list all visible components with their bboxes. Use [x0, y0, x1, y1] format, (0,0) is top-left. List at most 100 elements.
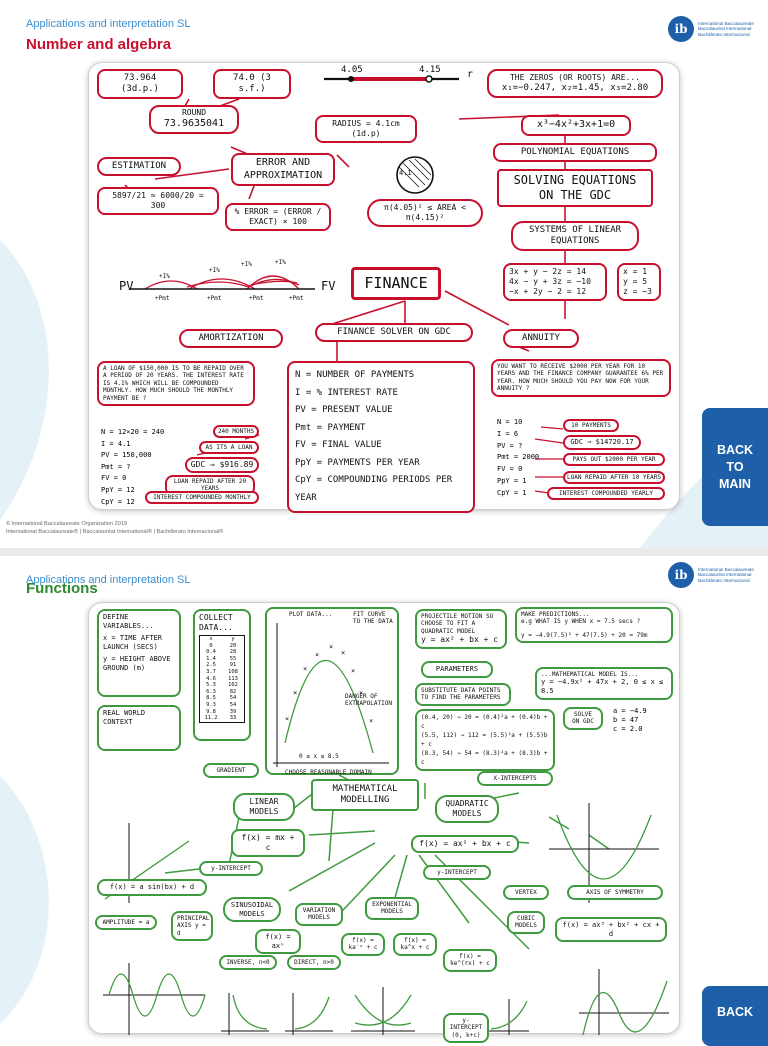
exponential-eq2: f(x) = ka^x + c [393, 933, 437, 956]
system-sol: x = 1 [623, 267, 648, 276]
back-label-line: MAIN [719, 476, 751, 491]
round-3dp: 73.964 (3d.p.) [97, 69, 183, 99]
sinusoidal-models-node: SINUSOIDAL MODELS [223, 897, 281, 923]
logo-line: Bachillerato Internacional [698, 577, 750, 583]
course-title: Applications and interpretation SL [26, 18, 191, 30]
table-cell: 102 [228, 682, 238, 689]
model-title: ...MATHEMATICAL MODEL IS... [541, 671, 639, 678]
table-cell: 6.3 [206, 688, 216, 695]
section-title: Number and algebra [26, 36, 172, 53]
table-cell: 33 [229, 715, 237, 722]
logo-line: Baccalauréat International [698, 26, 752, 32]
loan-note: GDC ⇒ $916.89 [185, 457, 259, 473]
cubic-models-node: CUBIC MODELS [507, 911, 545, 934]
define-variables-node: DEFINE VARIABLES... x = TIME AFTER LAUNC… [97, 609, 181, 697]
cubic-equation: f(x) = ax³ + bx² + cx + d [555, 917, 667, 943]
table-cell: 55 [229, 655, 237, 662]
annuity-var: N = 10 [497, 418, 523, 426]
table-cell: 2.5 [206, 662, 216, 669]
table-cell: 54 [229, 695, 237, 702]
interest-step: +I% [275, 259, 286, 266]
annuity-var: CpY = 1 [497, 488, 527, 497]
exponential-eq1: f(x) = ka⁻ˣ + c [341, 933, 385, 956]
loan-variables: N = 12×20 = 240 I = 4.1 PV = 150,000 Pmt… [101, 427, 164, 508]
logo-line: Baccalauréat International [698, 572, 752, 578]
collect-title: COLLECT DATA... [199, 613, 233, 632]
finance-def: PpY = PAYMENTS PER YEAR [295, 457, 420, 468]
param-value: b = 47 [613, 716, 639, 724]
real-world-node: REAL WORLD CONTEXT [97, 705, 181, 751]
footer-line: © International Baccalaureate Organizati… [6, 521, 128, 527]
ib-logo-icon: ib [668, 562, 695, 588]
projectile-node: PROJECTILE MOTION SO CHOOSE TO FIT A QUA… [415, 609, 507, 650]
numline-upper: 4.15 [419, 65, 441, 75]
table-cell: 1.4 [206, 655, 216, 662]
loan-note: 240 MONTHS [213, 425, 259, 439]
zeros-values: x₁=−0.247, x₂=1.45, x₃=2.80 [501, 83, 649, 93]
footer-line: International Baccalaureate® | Baccalaur… [6, 529, 224, 535]
table-cell: 0.4 [206, 649, 216, 656]
system-equations: 3x + y − 2z = 14 4x − y + 3z = −10 −x + … [503, 263, 607, 301]
system-sol: z = −3 [623, 287, 652, 296]
finance-def: Pmt = PAYMENT [295, 422, 366, 433]
table-cell: 91 [229, 662, 237, 669]
model-node: ...MATHEMATICAL MODEL IS... y = −4.9x² +… [535, 667, 673, 700]
slide-number-and-algebra: Applications and interpretation SL Numbe… [0, 16, 768, 548]
back-label-line: TO [726, 459, 744, 474]
annuity-question: YOU WANT TO RECEIVE $2000 PER YEAR FOR 1… [491, 359, 671, 397]
variation-models-node: VARIATION MODELS [295, 903, 343, 926]
substitution-equations: (0.4, 20) ⇒ 20 = (0.4)²a + (0.4)b + c (5… [415, 709, 555, 771]
zeros-node: THE ZEROS (OR ROOTS) ARE... x₁=−0.247, x… [487, 69, 663, 98]
direct-node: DIRECT, n>0 [287, 955, 341, 971]
loan-note: AS ITS A LOAN [199, 441, 259, 455]
plot-data-node [265, 607, 399, 775]
numline-r: r [467, 69, 474, 80]
domain-label: 0 ≤ x ≤ 8.5 [299, 753, 339, 760]
substitute-node: SUBSTITUTE DATA POINTS TO FIND THE PARAM… [415, 683, 511, 706]
loan-var: FV = 0 [101, 474, 127, 483]
back-to-main-button[interactable]: BACK TO MAIN [702, 408, 768, 526]
principal-axis-node: PRINCIPAL AXIS y = d [171, 911, 213, 942]
predictions-node: MAKE PREDICTIONS... e.g WHAT IS y WHEN x… [515, 607, 673, 644]
gradient-node: GRADIENT [203, 763, 259, 779]
inverse-node: INVERSE, n<0 [219, 955, 277, 971]
table-cell: 4.6 [206, 675, 216, 682]
annuity-node: ANNUITY [503, 329, 579, 348]
course-title: Applications and interpretation SL [26, 574, 191, 586]
variation-sketches [221, 993, 333, 1035]
table-cell: 108 [228, 668, 238, 675]
finance-def: CpY = COMPOUNDING PERIODS PER YEAR [295, 475, 453, 503]
loan-note: INTEREST COMPOUNDED MONTHLY [145, 491, 259, 505]
slide-functions: Applications and interpretation SL Funct… [0, 556, 768, 1046]
amortization-node: AMORTIZATION [179, 329, 283, 348]
table-cell: 9.3 [206, 701, 216, 708]
back-button[interactable]: BACK [702, 986, 768, 1046]
systems-linear: SYSTEMS OF LINEAR EQUATIONS [511, 221, 639, 251]
solving-equations-gdc: SOLVING EQUATIONS ON THE GDC [497, 169, 653, 207]
projectile-text: PROJECTILE MOTION SO CHOOSE TO FIT A QUA… [421, 613, 494, 635]
mathematical-modelling-node: MATHEMATICAL MODELLING [311, 779, 419, 811]
annuity-var: FV = 0 [497, 465, 523, 474]
y-definition: y = HEIGHT ABOVE GROUND (m) [103, 655, 171, 672]
ib-logo: ib International Baccalaureate Baccalaur… [668, 16, 754, 42]
loan-var: I = 4.1 [101, 439, 131, 448]
circle-radius-label: 4.1 [399, 169, 412, 177]
polynomial-equations: POLYNOMIAL EQUATIONS [493, 143, 657, 162]
logo-line: International Baccalaureate [698, 20, 754, 26]
sub-eq: (5.5, 112) ⇒ 112 = (5.5)²a + (5.5)b + c [421, 732, 548, 748]
pv-label: PV [119, 279, 134, 293]
table-cell: 0 [209, 642, 213, 649]
ib-logo: ib International Baccalaureate Baccalaur… [668, 562, 754, 588]
estimation-expression: 5897/21 ≈ 6000/20 = 300 [97, 187, 219, 215]
polynomial: x³−4x²+3x+1=0 [521, 115, 631, 136]
finance-def: I = % INTEREST RATE [295, 387, 398, 398]
exponential-sketches [351, 987, 529, 1035]
payment-step: +Pmt [249, 295, 264, 302]
table-header: y [231, 636, 235, 642]
fv-label: FV [321, 279, 336, 293]
area-bound: π(4.05)² ≤ AREA < π(4.15)² [367, 199, 483, 227]
round-label: ROUND [181, 108, 207, 117]
choose-domain-label: CHOOSE REASONABLE DOMAIN [285, 769, 372, 776]
param-value: c = 2.0 [613, 725, 643, 733]
annuity-note: PAYS OUT $2000 PER YEAR [563, 453, 665, 467]
